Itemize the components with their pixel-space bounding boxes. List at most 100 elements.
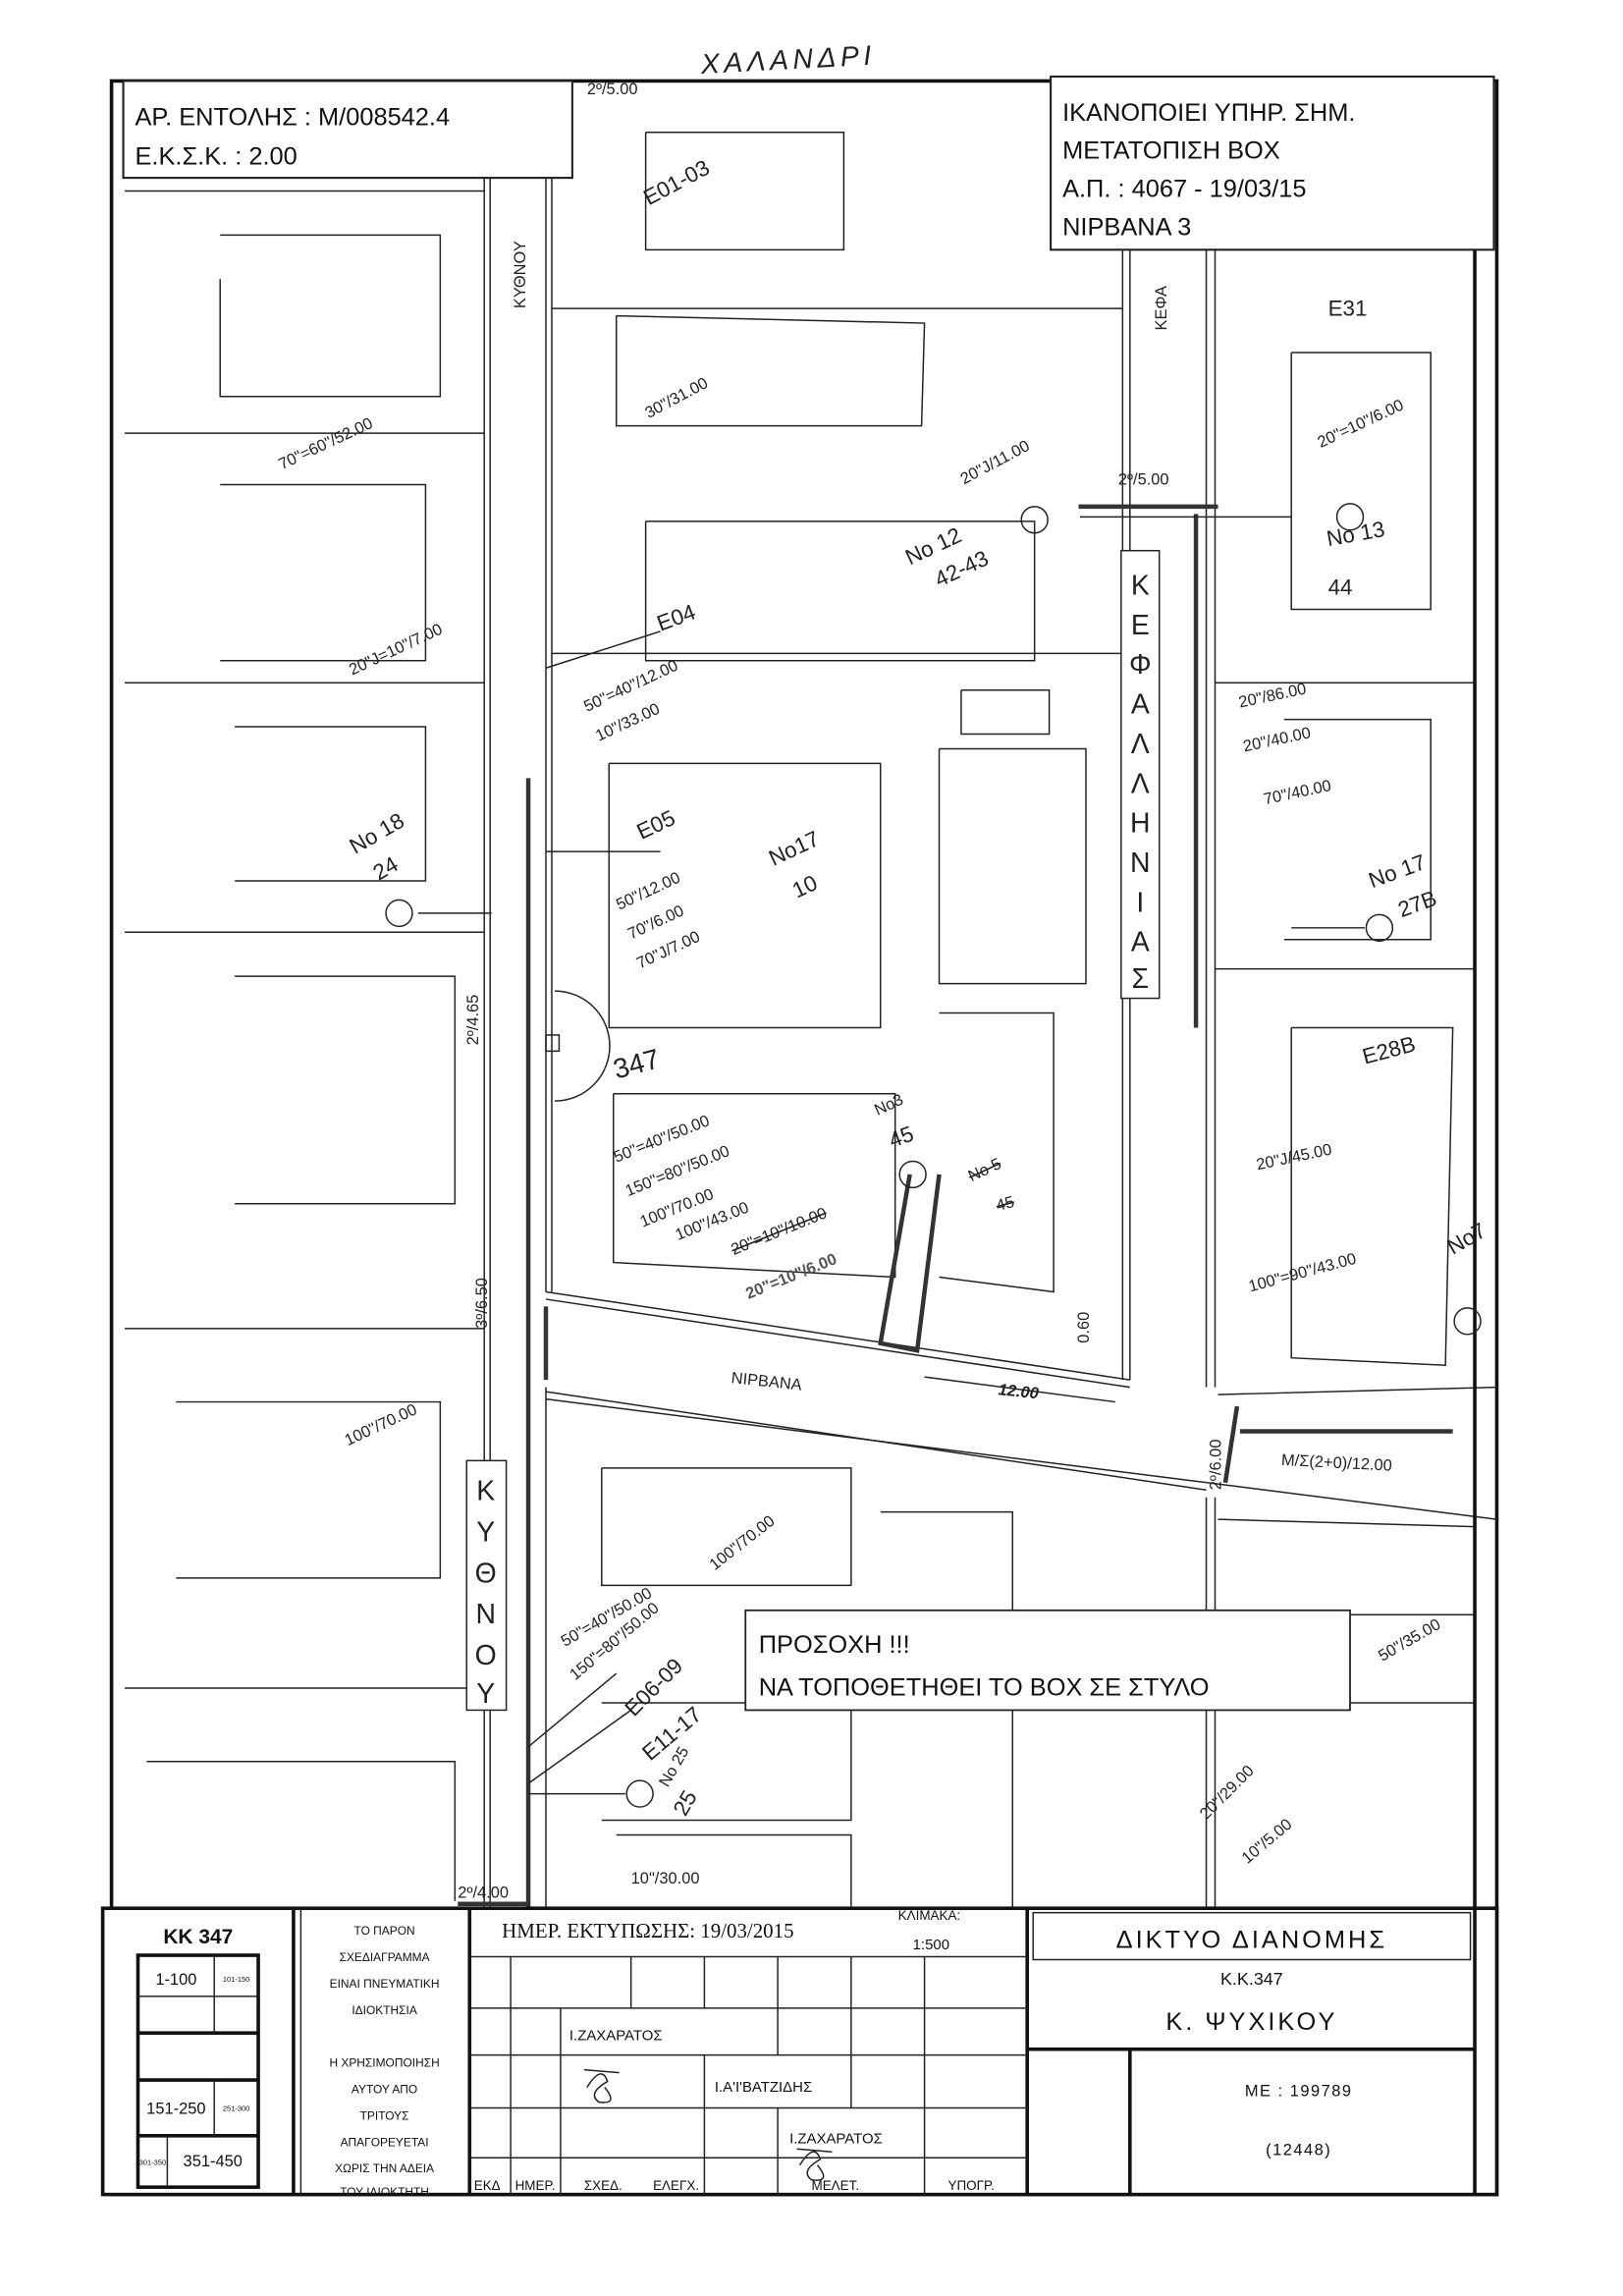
house-connection-icon xyxy=(1335,503,1365,531)
cable-label: 20"J=10"/7.00 xyxy=(347,621,446,680)
dimension-label: 0.60 xyxy=(1075,1312,1093,1343)
copyright-notice: ΤΟ ΠΑΡΟΝ ΣΧΕΔΙΑΓΡΑΜΜΑ ΕΙΝΑΙ ΠΝΕΥΜΑΤΙΚΗ Ι… xyxy=(329,1924,439,2199)
sheet-range[interactable]: 101-150 xyxy=(223,1975,249,1984)
area-handwritten-label: ΧΑΛΑΝΔΡΙ xyxy=(699,40,876,81)
signature xyxy=(796,2148,833,2181)
house-connection-icon xyxy=(898,1160,927,1189)
checker-name: Ι.Α'Ι'ΒΑΤΖΙΔΗΣ xyxy=(715,2079,812,2096)
address-label: 27B xyxy=(1394,886,1439,922)
address-label: 10 xyxy=(788,870,821,902)
cable-label: 70"/40.00 xyxy=(1262,777,1332,808)
order-info-box: ΑΡ. ΕΝΤΟΛΗΣ : Μ/008542.4 Ε.Κ.Σ.Κ. : 2.00 xyxy=(122,80,573,180)
sheet-number: KK 347 xyxy=(163,1926,233,1948)
cable-label: 2º/6.00 xyxy=(1207,1440,1224,1491)
print-date: ΗΜΕΡ. ΕΚΤΥΠΩΣΗΣ: 19/03/2015 xyxy=(502,1919,793,1942)
column-header: ΕΚΔ xyxy=(474,2178,501,2193)
house-connection-icon xyxy=(1453,1307,1482,1336)
address-label: No 13 xyxy=(1325,517,1386,551)
cable-label: 100"=90"/43.00 xyxy=(1247,1250,1359,1296)
sheet-range[interactable]: 351-450 xyxy=(184,2153,243,2170)
cable-label: 3º/6.50 xyxy=(473,1278,491,1329)
svg-text:ΣΧΕΔΙΑΓΡΑΜΜΑ: ΣΧΕΔΙΑΓΡΑΜΜΑ xyxy=(340,1950,430,1964)
svg-text:ΧΩΡΙΣ ΤΗΝ ΑΔΕΙΑ: ΧΩΡΙΣ ΤΗΝ ΑΔΕΙΑ xyxy=(335,2161,434,2175)
cable-label: Μ/Σ(2+0)/12.00 xyxy=(1281,1451,1393,1475)
svg-text:ΚΥΘΝΟΥ: ΚΥΘΝΟΥ xyxy=(475,1476,497,1710)
address-label: 45 xyxy=(886,1121,917,1153)
column-header: ΗΜΕΡ. xyxy=(515,2178,556,2193)
cable-label: 100"/70.00 xyxy=(706,1512,778,1574)
signature xyxy=(583,2068,620,2104)
network-elements xyxy=(385,503,1482,1906)
cable-label: 2º/5.00 xyxy=(1118,470,1169,488)
street-label-nirvana: ΝΙΡΒΑΝΑ xyxy=(730,1369,803,1394)
house-connection-icon xyxy=(1020,506,1049,534)
building-label: E06-09 xyxy=(621,1654,688,1722)
cable-label: 20"=10"/6.00 xyxy=(1315,397,1406,452)
street-label-kefa-small: ΚΕΦΑ xyxy=(1153,286,1170,331)
sheet-range[interactable]: 1-100 xyxy=(155,1971,196,1989)
ms-box xyxy=(878,1174,942,1353)
building-label: E05 xyxy=(633,805,679,845)
address-label: No17 xyxy=(765,826,823,870)
column-header: ΣΧΕΔ. xyxy=(584,2178,622,2193)
address-label: 25 xyxy=(669,1786,702,1820)
scale-label: ΚΛΙΜΑΚΑ: xyxy=(898,1908,961,1923)
parcels xyxy=(125,81,1477,1909)
building-label: E04 xyxy=(654,599,699,635)
house-connection-icon xyxy=(385,899,413,928)
svg-text:ΑΠΑΓΟΡΕΥΕΤΑΙ: ΑΠΑΓΟΡΕΥΕΤΑΙ xyxy=(341,2135,429,2149)
note-line: ΙΚΑΝΟΠΟΙΕΙ ΥΠΗΡ. ΣΗΜ. xyxy=(1062,99,1355,127)
me-number: ΜΕ : 199789 xyxy=(1245,2082,1353,2100)
street-label-kythnou-small: ΚΥΘΝΟΥ xyxy=(512,241,529,308)
cable-label: 50"/35.00 xyxy=(1376,1615,1443,1666)
cable-label: 2º/4.00 xyxy=(458,1885,509,1902)
box-347-semicircle xyxy=(554,990,611,1102)
note-line: ΝΙΡΒΑΝΑ 3 xyxy=(1062,213,1191,241)
address-label: No 18 xyxy=(346,808,408,859)
request-note-box: ΙΚΑΝΟΠΟΙΕΙ ΥΠΗΡ. ΣΗΜ. ΜΕΤΑΤΟΠΙΣΗ BOX Α.Π… xyxy=(1050,75,1495,251)
cable-label: 20"/40.00 xyxy=(1241,724,1312,755)
svg-text:ΤΟΥ ΙΔΙΟΚΤΗΤΗ: ΤΟΥ ΙΔΙΟΚΤΗΤΗ xyxy=(340,2185,429,2199)
drawing-frame xyxy=(109,79,1499,2197)
warning-title: ΠΡΟΣΟΧΗ !!! xyxy=(759,1631,910,1659)
sheet-range[interactable]: 151-250 xyxy=(146,2100,205,2117)
address-label: No 17 xyxy=(1366,849,1430,893)
cable-label: 100"/70.00 xyxy=(342,1400,419,1449)
road-nirvana xyxy=(543,1290,1497,1520)
kk-number: Κ.Κ.347 xyxy=(1220,1969,1283,1989)
box-number-label: 347 xyxy=(610,1043,663,1085)
building-label: E31 xyxy=(1328,297,1368,321)
svg-text:ΕΙΝΑΙ ΠΝΕΥΜΑΤΙΚΗ: ΕΙΝΑΙ ΠΝΕΥΜΑΤΙΚΗ xyxy=(330,1977,440,1991)
cable-label: 10"/5.00 xyxy=(1238,1816,1295,1868)
address-label: 24 xyxy=(369,851,403,885)
title-block: KK 347 1-100 101-150 151-250 251-300 301… xyxy=(100,1906,1499,2199)
svg-text:ΤΡΙΤΟΥΣ: ΤΡΙΤΟΥΣ xyxy=(360,2108,409,2122)
building-label: E28B xyxy=(1360,1031,1418,1068)
svg-text:ΑΥΤΟΥ ΑΠΟ: ΑΥΤΟΥ ΑΠΟ xyxy=(352,2083,417,2097)
cable-label: 20"/86.00 xyxy=(1237,680,1308,711)
cable-label: 20"J/45.00 xyxy=(1255,1140,1333,1174)
dimension-label: 12.00 xyxy=(998,1381,1040,1402)
svg-text:Η ΧΡΗΣΙΜΟΠΟΙΗΣΗ: Η ΧΡΗΣΙΜΟΠΟΙΗΣΗ xyxy=(329,2056,439,2070)
building-label: E01-03 xyxy=(639,155,714,210)
sheet-range[interactable]: 301-350 xyxy=(139,2159,166,2167)
cable-label: 30"/31.00 xyxy=(642,374,711,422)
column-header: ΕΛΕΓΧ. xyxy=(653,2178,699,2193)
sheet-range[interactable]: 251-300 xyxy=(223,2104,249,2112)
designer-name: Ι.ΖΑΧΑΡΑΤΟΣ xyxy=(789,2130,883,2147)
house-connection-icon xyxy=(1365,913,1394,943)
warning-message: ΝΑ ΤΟΠΟΘΕΤΗΘΕΙ ΤΟ BOX ΣΕ ΣΤΥΛΟ xyxy=(759,1673,1210,1701)
svg-text:ΤΟ ΠΑΡΟΝ: ΤΟ ΠΑΡΟΝ xyxy=(354,1924,415,1938)
note-line: Α.Π. : 4067 - 19/03/15 xyxy=(1062,176,1306,203)
address-label: No3 xyxy=(872,1091,906,1120)
cable-label: 50"=40"/12.00 xyxy=(581,657,680,716)
address-label: No7 xyxy=(1443,1218,1490,1259)
project-code: (12448) xyxy=(1266,2141,1331,2159)
order-number: ΑΡ. ΕΝΤΟΛΗΣ : Μ/008542.4 xyxy=(135,103,451,131)
address-label: 44 xyxy=(1328,575,1353,600)
junction-box xyxy=(545,1034,561,1053)
cable-label: 70"=60"/52.00 xyxy=(276,414,375,473)
